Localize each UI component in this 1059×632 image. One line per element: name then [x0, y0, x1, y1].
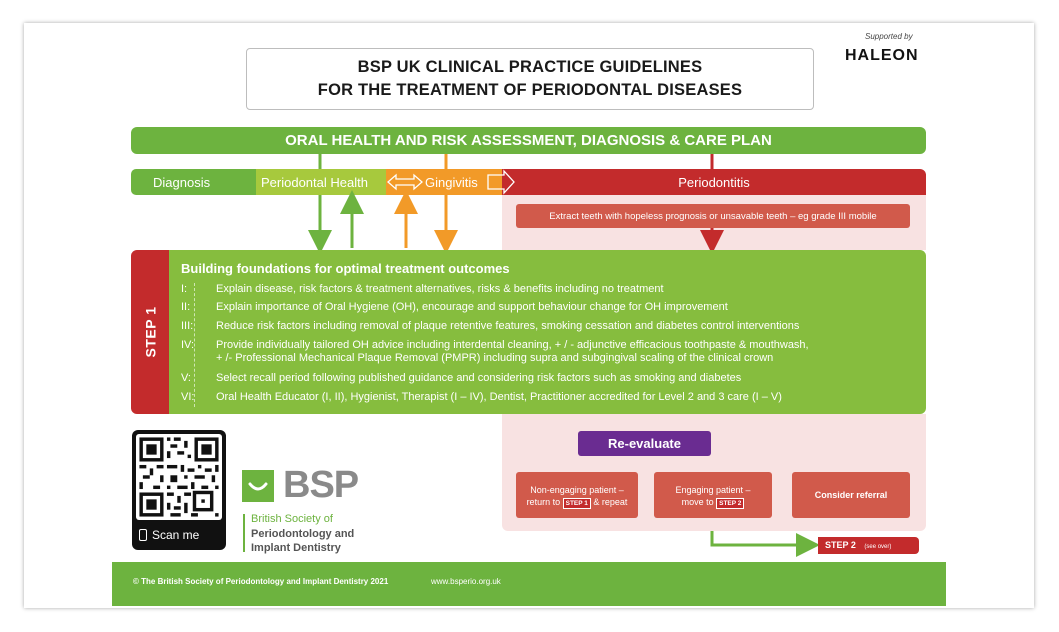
non-engaging-line1: Non-engaging patient –: [530, 485, 624, 495]
step1-item-text: Oral Health Educator (I, II), Hygienist,…: [216, 391, 782, 403]
periodontal-health-label: Periodontal Health: [256, 169, 386, 195]
non-engaging-line2: return to STEP 1 & repeat: [526, 497, 628, 509]
extract-teeth-note: Extract teeth with hopeless prognosis or…: [516, 204, 910, 228]
step1-badge: STEP 1: [562, 498, 591, 509]
footer-url[interactable]: www.bsperio.org.uk: [431, 577, 501, 586]
step1-item-num: II:: [181, 301, 191, 313]
step2-link[interactable]: STEP 2 (see over): [818, 537, 919, 554]
step1-tab-label: STEP 1: [142, 306, 158, 358]
step2-badge: STEP 2: [716, 498, 745, 509]
diagnosis-label: Diagnosis: [131, 169, 256, 195]
smile-icon: [248, 482, 268, 491]
step1-item-text: Reduce risk factors including removal of…: [216, 320, 800, 332]
step1-item-num: I:: [181, 283, 188, 295]
bsp-name-line3: Implant Dentistry: [251, 542, 341, 554]
footer: © The British Society of Periodontology …: [112, 562, 946, 606]
step1-tab: [131, 250, 169, 414]
step1-item-text: Provide individually tailored OH advice …: [216, 339, 809, 351]
bsp-name-line2: Periodontology and: [251, 528, 355, 540]
step1-item-text: Explain disease, risk factors & treatmen…: [216, 283, 664, 295]
title-line-1: BSP UK CLINICAL PRACTICE GUIDELINES: [357, 58, 703, 76]
footer-copyright: © The British Society of Periodontology …: [133, 577, 389, 586]
bsp-name-line1: British Society of: [251, 513, 333, 525]
haleon-logo: HALEON: [845, 47, 919, 64]
step1-item-num: VI:: [181, 391, 195, 403]
non-engaging-box: Non-engaging patient – return to STEP 1 …: [516, 472, 638, 518]
step1-heading: Building foundations for optimal treatme…: [181, 261, 510, 276]
qr-code-pattern: [139, 437, 219, 517]
qr-code[interactable]: [136, 434, 222, 520]
consider-referral-box: Consider referral: [792, 472, 910, 518]
step1-item-num: III:: [181, 320, 194, 332]
scan-me-label: Scan me: [152, 528, 200, 542]
bsp-divider: [243, 514, 245, 552]
qr-code-panel[interactable]: Scan me: [132, 430, 226, 550]
bsp-logo-mark: [242, 470, 274, 502]
reevaluate-box: Re-evaluate: [578, 431, 711, 456]
step1-item-num: V:: [181, 372, 191, 384]
step1-item-num: IV:: [181, 339, 195, 351]
step1-item-text: Select recall period following published…: [216, 372, 742, 384]
phone-icon: [139, 529, 147, 541]
engaging-box: Engaging patient – move to STEP 2: [654, 472, 772, 518]
step1-item-text: Explain importance of Oral Hygiene (OH),…: [216, 301, 728, 313]
bsp-logo-text: BSP: [283, 464, 359, 506]
assessment-banner: ORAL HEALTH AND RISK ASSESSMENT, DIAGNOS…: [131, 127, 926, 154]
step1-item-text: + /- Professional Mechanical Plaque Remo…: [216, 352, 774, 364]
step1-panel: Building foundations for optimal treatme…: [169, 250, 926, 414]
title-line-2: FOR THE TREATMENT OF PERIODONTAL DISEASE…: [317, 81, 743, 99]
periodontitis-label: Periodontitis: [502, 169, 926, 195]
title-box: BSP UK CLINICAL PRACTICE GUIDELINES FOR …: [246, 48, 814, 110]
engaging-line2: move to STEP 2: [654, 497, 772, 509]
engaging-line1: Engaging patient –: [675, 485, 751, 495]
supported-by-label: Supported by: [865, 32, 913, 41]
step1-divider: [194, 283, 195, 407]
